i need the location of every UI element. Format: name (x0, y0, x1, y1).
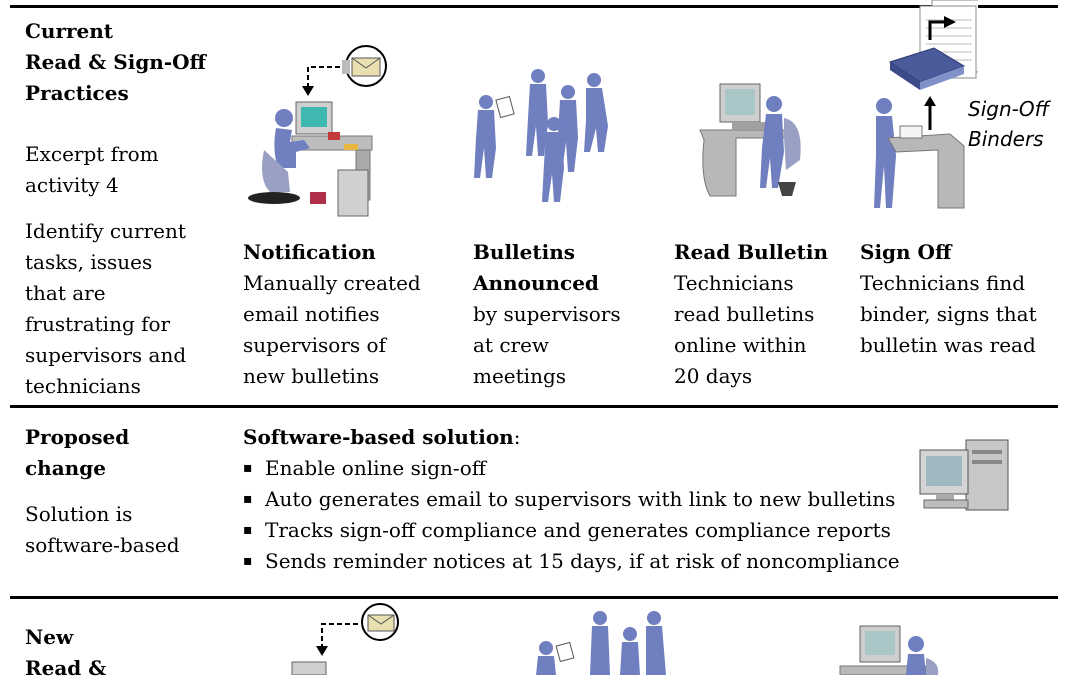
top-rule (10, 5, 1058, 8)
list-item: Sends reminder notices at 15 days, if at… (243, 546, 900, 577)
computer-user-email-icon (291, 603, 399, 675)
section-divider-1 (10, 405, 1058, 408)
instructions-text: Identify current tasks, issues that are … (25, 219, 187, 398)
list-item: Auto generates email to supervisors with… (243, 484, 900, 515)
workstation-user-icon (839, 625, 939, 675)
excerpt-note: Excerpt from activity 4 (25, 142, 159, 197)
step-read-bulletin: Read Bulletin Technicians read bulletins… (674, 237, 828, 392)
proposed-note: Solution is software-based (25, 502, 180, 557)
crew-meeting-icon (474, 69, 608, 202)
crew-meeting-icon (536, 611, 666, 675)
step-title: Sign Off (860, 240, 952, 264)
step-title: Bulletins (473, 240, 576, 264)
step-title: Read Bulletin (674, 240, 828, 264)
section-divider-2 (10, 596, 1058, 599)
heading-line: Current (25, 19, 114, 43)
sign-off-binders-label: Sign-Off Binders (968, 97, 1050, 151)
computer-user-email-icon (248, 45, 387, 217)
current-section-heading: Current Read & Sign-Off Practices (25, 16, 206, 109)
solution-title: Software-based solution: (243, 425, 521, 449)
step-bulletins-announced: Bulletins Announced by supervisors at cr… (473, 237, 621, 392)
desktop-computer-icon (919, 439, 1009, 511)
list-item: Enable online sign-off (243, 453, 900, 484)
workstation-user-icon (699, 83, 801, 197)
step-sign-off: Sign Off Technicians find binder, signs … (860, 237, 1037, 361)
step-title: Announced (473, 271, 599, 295)
step-title: Notification (243, 240, 376, 264)
heading-line: Read & Sign-Off (25, 50, 206, 74)
step-notification: Notification Manually created email noti… (243, 237, 421, 392)
proposed-section-heading: Proposed change (25, 425, 130, 480)
binder-desk-icon (874, 0, 978, 209)
heading-line: Practices (25, 81, 129, 105)
list-item: Tracks sign-off compliance and generates… (243, 515, 900, 546)
solution-bullet-list: Enable online sign-off Auto generates em… (243, 453, 900, 577)
